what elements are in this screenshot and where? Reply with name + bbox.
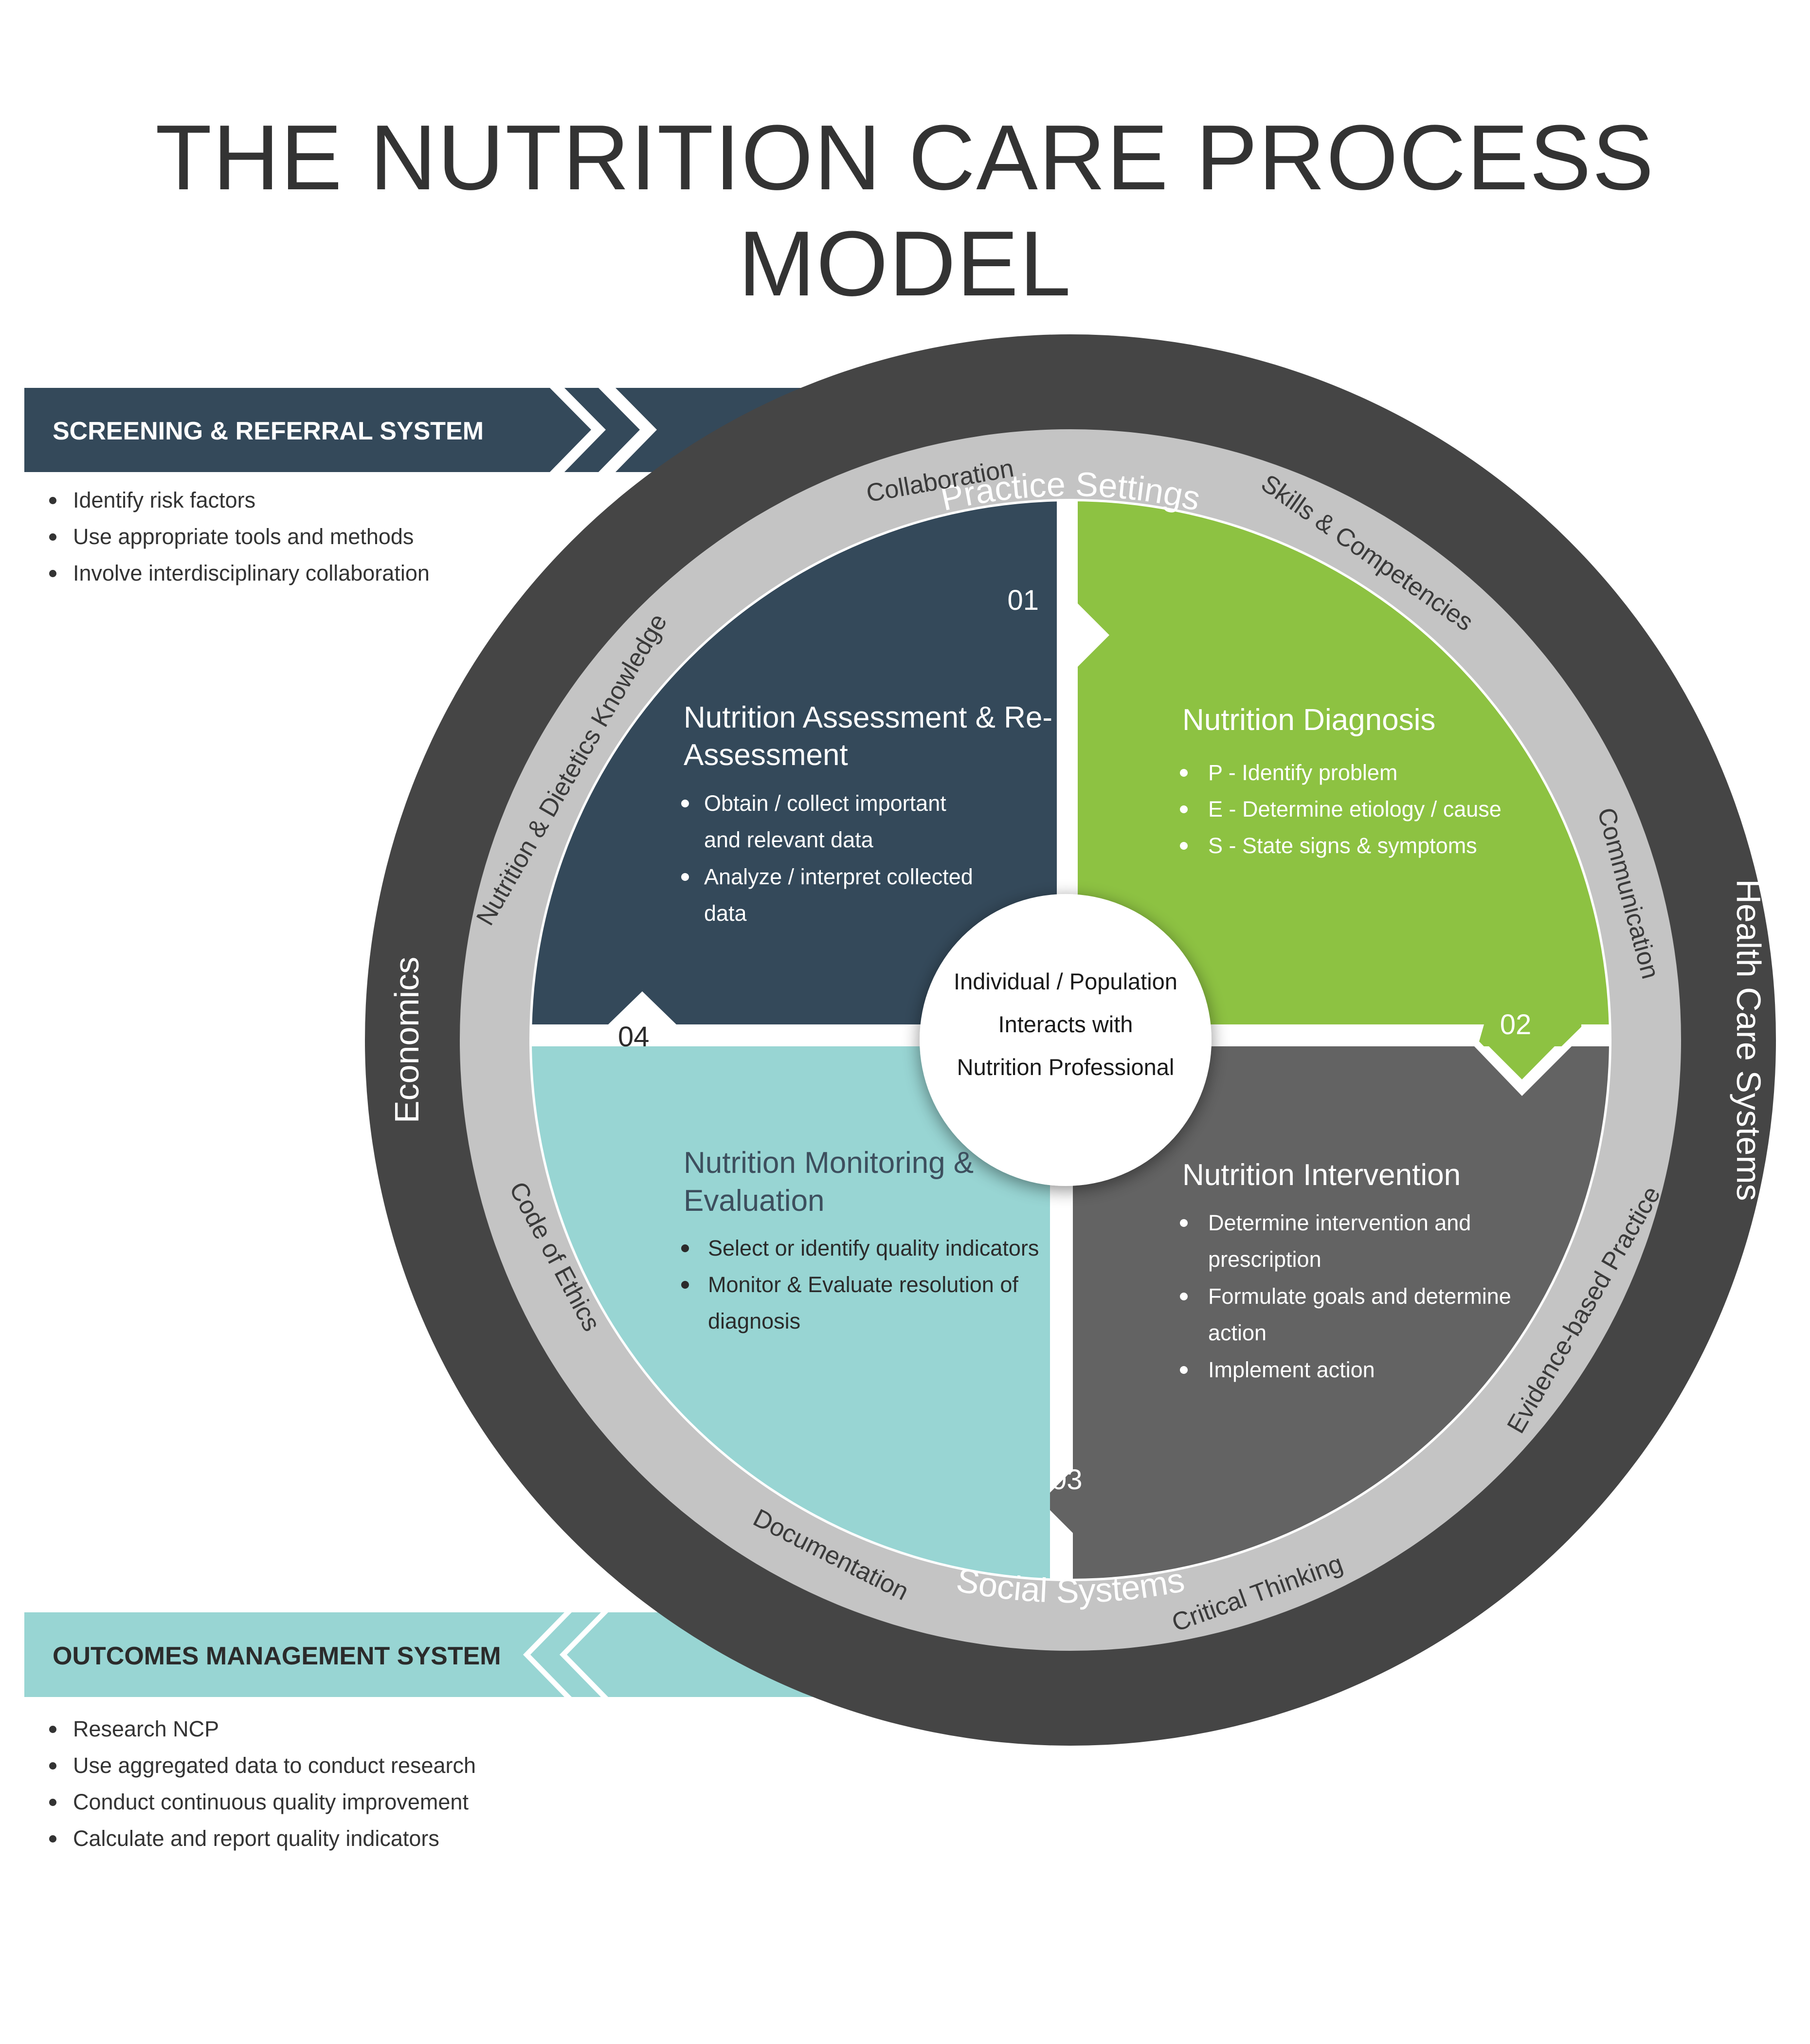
monitoring-bullet-dot [681, 1281, 689, 1289]
list-item: Calculate and report quality indicators [46, 1820, 476, 1857]
list-item: Conduct continuous quality improvement [46, 1784, 476, 1820]
intervention-bullet-dot [1180, 1293, 1188, 1300]
center-line-1: Individual / Population [954, 968, 1177, 994]
monitoring-bullet-dot [681, 1244, 689, 1252]
monitoring-bullet-2-line-2: diagnosis [708, 1309, 800, 1333]
outcomes-label: OUTCOMES MANAGEMENT SYSTEM [53, 1642, 501, 1670]
assessment-bullet-2-line-2: data [704, 901, 747, 926]
assessment-bullet-2-line-1: Analyze / interpret collected [704, 864, 973, 889]
intervention-content: Nutrition Intervention Determine interve… [1180, 1158, 1511, 1382]
assessment-title-line-2: Assessment [684, 738, 848, 772]
list-item: Use aggregated data to conduct research [46, 1747, 476, 1784]
monitoring-title-line-2: Evaluation [684, 1184, 825, 1218]
monitoring-bullet-2-line-1: Monitor & Evaluate resolution of [708, 1272, 1018, 1297]
monitoring-title-line-1: Nutrition Monitoring & [684, 1146, 974, 1180]
intervention-title: Nutrition Intervention [1182, 1158, 1461, 1192]
outcomes-banner-shape [24, 1612, 564, 1697]
diagnosis-title: Nutrition Diagnosis [1182, 703, 1435, 737]
intervention-bullet-1-line-2: prescription [1208, 1247, 1321, 1272]
center-circle [920, 894, 1212, 1186]
assessment-bullet-dot [681, 873, 689, 881]
assessment-bullet-1-line-1: Obtain / collect important [704, 791, 946, 816]
step-number-04: 04 [618, 1021, 650, 1053]
screening-chevron-1 [564, 388, 640, 472]
screening-banner-shape [24, 388, 591, 472]
diagnosis-content: Nutrition Diagnosis P - Identify problem… [1180, 703, 1502, 858]
center-line-2: Interacts with [998, 1011, 1133, 1037]
diagnosis-notch [1479, 1024, 1581, 1085]
outcomes-chevron-1 [530, 1612, 601, 1697]
page-title: THE NUTRITION CARE PROCESS MODEL [155, 106, 1655, 315]
intervention-bullet-1-line-1: Determine intervention and [1208, 1210, 1471, 1235]
list-item: Use appropriate tools and methods [46, 518, 430, 555]
outer-label-health-care-systems: Health Care Systems [1730, 879, 1768, 1201]
step-number-03: 03 [1051, 1464, 1083, 1496]
assessment-bullet-dot [681, 800, 689, 807]
list-item: Involve interdisciplinary collaboration [46, 555, 430, 591]
screening-label: SCREENING & REFERRAL SYSTEM [53, 417, 484, 445]
intervention-bullet-3: Implement action [1208, 1357, 1375, 1382]
monitoring-content: Nutrition Monitoring & Evaluation Select… [681, 1146, 1039, 1333]
diagnosis-bullet-2: E - Determine etiology / cause [1208, 797, 1502, 821]
screening-list: Identify risk factors Use appropriate to… [46, 482, 430, 591]
diagnosis-bullet-dot [1180, 842, 1188, 850]
list-item: Research NCP [46, 1711, 476, 1747]
center-line-3: Nutrition Professional [957, 1054, 1175, 1080]
step-number-02: 02 [1500, 1009, 1532, 1040]
diagnosis-bullet-3: S - State signs & symptoms [1208, 833, 1477, 858]
intervention-bullet-dot [1180, 1219, 1188, 1227]
step-number-01: 01 [1007, 584, 1039, 616]
outcomes-list: Research NCP Use aggregated data to cond… [46, 1711, 476, 1857]
diagnosis-bullet-dot [1180, 805, 1188, 813]
monitoring-bullet-1: Select or identify quality indicators [708, 1236, 1039, 1260]
intervention-bullet-dot [1180, 1366, 1188, 1374]
intervention-notch-gap [1474, 1046, 1572, 1096]
outer-label-economics: Economics [388, 957, 426, 1123]
assessment-bullet-1-line-2: and relevant data [704, 827, 874, 852]
assessment-content: Nutrition Assessment & Re- Assessment Ob… [681, 701, 1052, 926]
intervention-bullet-2-line-1: Formulate goals and determine [1208, 1284, 1511, 1309]
diagnosis-bullet-1: P - Identify problem [1208, 760, 1397, 785]
assessment-title-line-1: Nutrition Assessment & Re- [684, 701, 1052, 734]
list-item: Identify risk factors [46, 482, 430, 518]
diagnosis-bullet-dot [1180, 769, 1188, 777]
intervention-bullet-2-line-2: action [1208, 1320, 1267, 1345]
